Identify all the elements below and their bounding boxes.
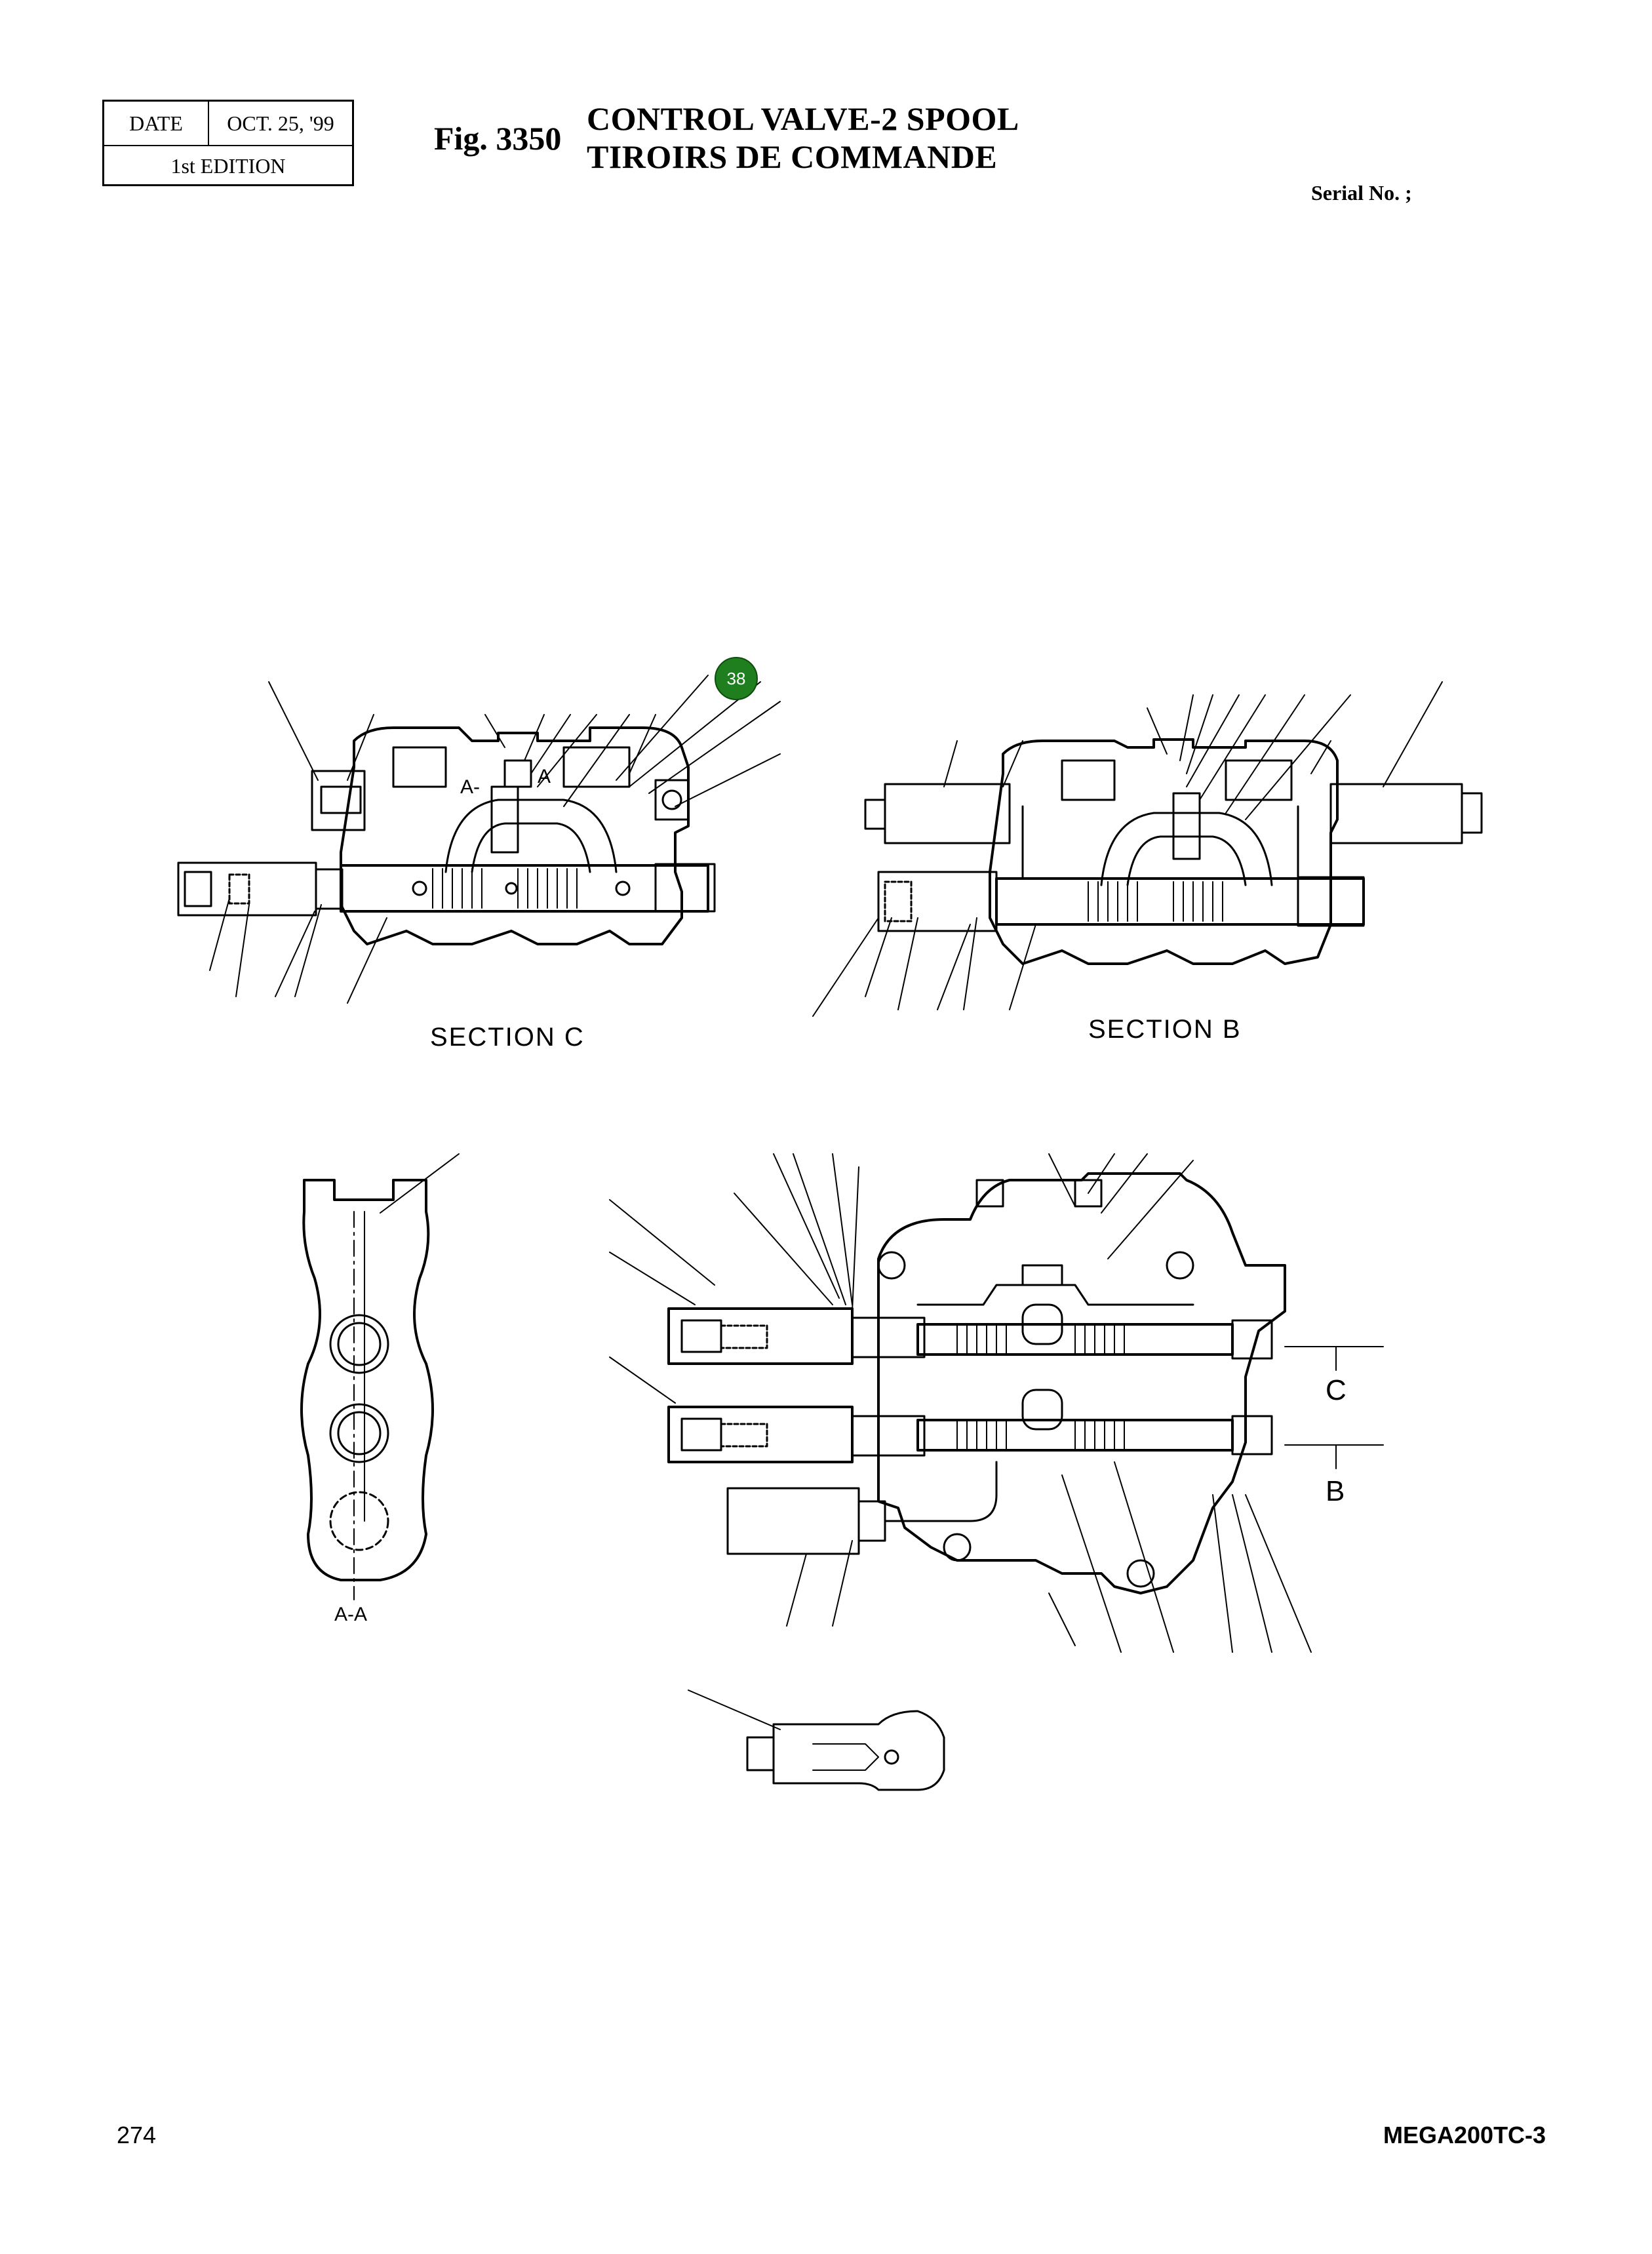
date-value: OCT. 25, '99 — [227, 111, 334, 135]
callout-badge-38[interactable]: 38 — [715, 657, 758, 700]
page-number: 274 — [117, 2122, 157, 2148]
section-b-view — [812, 681, 1483, 1017]
section-c-view — [177, 675, 781, 1004]
cut-line-c-label: C — [1326, 1374, 1347, 1406]
edition-label: 1st EDITION — [170, 153, 286, 178]
section-aa-view — [300, 1153, 460, 1600]
section-c-label: SECTION C — [430, 1023, 585, 1052]
section-a-mark: A- — [460, 776, 480, 798]
main-top-view — [609, 1153, 1384, 1653]
section-aa-label: A-A — [334, 1604, 368, 1625]
section-a-mark-2: A — [538, 766, 551, 787]
serial-number: Serial No. ; — [1311, 181, 1412, 205]
title-french: TIROIRS DE COMMANDE — [587, 138, 998, 175]
date-box: DATE OCT. 25, '99 1st EDITION — [102, 100, 354, 186]
section-b-label: SECTION B — [1088, 1015, 1242, 1044]
date-row: DATE OCT. 25, '99 — [104, 102, 352, 146]
figure-number: Fig. 3350 — [434, 120, 562, 157]
title-english: CONTROL VALVE-2 SPOOL — [587, 100, 1019, 137]
model-code: MEGA200TC-3 — [1383, 2122, 1546, 2148]
cut-line-b-label: B — [1326, 1475, 1345, 1507]
relief-valve-detail — [688, 1690, 945, 1791]
date-label: DATE — [104, 102, 209, 145]
